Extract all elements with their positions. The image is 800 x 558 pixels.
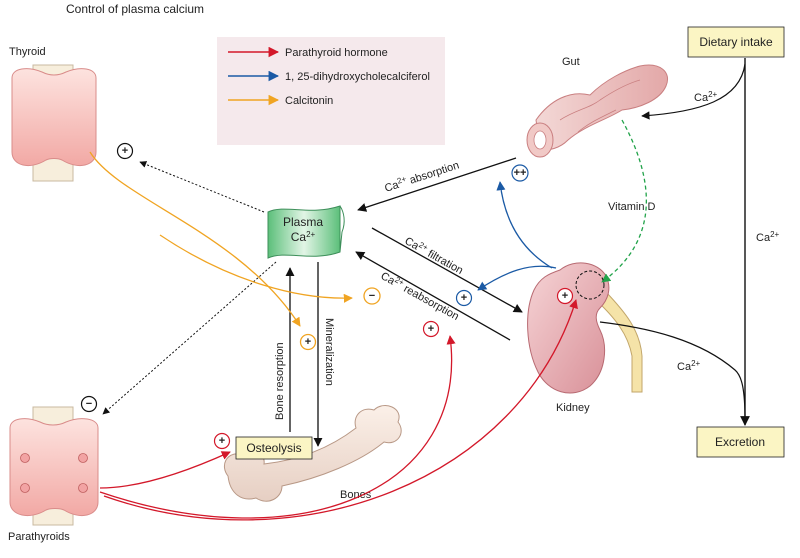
thyroid-plus-badge: + (116, 142, 134, 160)
legend-label-pth: Parathyroid hormone (285, 47, 388, 59)
parathyroid-dot (20, 453, 30, 463)
excretion-label: Excretion (715, 435, 765, 449)
kidney-label: Kidney (556, 402, 590, 414)
svg-text:+: + (122, 145, 128, 157)
legend-box (217, 37, 445, 145)
calcium-flow-arrows (102, 58, 750, 447)
parathyroid-minus-badge: − (80, 395, 98, 413)
legend: Parathyroid hormone 1, 25-dihydroxychole… (217, 37, 445, 145)
parathyroid-glands (9, 406, 99, 526)
vitamin-d-label: Vitamin D (608, 201, 656, 213)
legend-item-pth: Parathyroid hormone (228, 46, 388, 59)
calcitonin-kidney-minus-badge: − (363, 287, 381, 305)
svg-text:+: + (562, 290, 568, 302)
intake-gut-ca-label: Ca2+ (694, 90, 718, 104)
svg-text:+: + (305, 336, 311, 348)
osteolysis-box: Osteolysis (235, 436, 313, 460)
kidney-pth-plus-badge: + (556, 287, 574, 305)
plasma-to-kidney-arrow (371, 227, 523, 313)
ca-filtration-label: Ca2+ filtration (403, 233, 466, 277)
legend-item-vitd: 1, 25-dihydroxycholecalciferol (228, 70, 430, 83)
gut-label: Gut (562, 56, 580, 68)
intake-to-gut-arrow (641, 63, 746, 120)
parathyroid-dot (78, 453, 88, 463)
parathyroid-dot (78, 483, 88, 493)
pth-to-reabsorption-arrow (99, 335, 456, 519)
legend-label-vitd: 1, 25-dihydroxycholecalciferol (285, 71, 430, 83)
plasma-ion-label: Ca2+ (291, 230, 316, 244)
parathyroids-label: Parathyroids (8, 531, 70, 543)
reabsorption-vitd-plus-badge: + (455, 289, 473, 307)
kidney-activation-site (575, 270, 605, 300)
ca-reabsorption-label: Ca2+ reabsorption (379, 268, 462, 323)
osteolysis-pth-plus-badge: + (213, 432, 231, 450)
intake-excretion-ca-label: Ca2+ (756, 230, 780, 244)
svg-text:−: − (369, 290, 375, 302)
plasma-calcium: Plasma Ca2+ (267, 205, 345, 259)
gut-illustration (526, 64, 668, 158)
vitd-to-gut-arrow (496, 181, 553, 269)
vitamin-d-path (601, 119, 647, 283)
hormone-arrows (89, 119, 647, 521)
mineralization-label: Mineralization (323, 318, 335, 386)
kidney-illustration (527, 262, 643, 394)
kidney-to-plasma-arrow (355, 251, 511, 341)
svg-text:−: − (86, 398, 92, 410)
pth-to-kidney-arrow (103, 299, 578, 521)
svg-text:++: ++ (514, 167, 527, 179)
thyroid-label: Thyroid (9, 46, 46, 58)
svg-text:+: + (219, 435, 225, 447)
svg-text:+: + (428, 323, 434, 335)
diagram-title: Control of plasma calcium (66, 2, 204, 16)
plasma-to-parathyroid-dotted-arrow (102, 261, 277, 415)
plasma-label: Plasma (283, 215, 323, 229)
calcitonin-to-bone-arrow (89, 151, 301, 327)
thyroid-gland (11, 64, 97, 182)
vitd-to-reabsorption-arrow (477, 265, 557, 291)
gut-double-plus-badge: ++ (511, 164, 529, 182)
dietary-intake-label: Dietary intake (699, 35, 773, 49)
dietary-intake-box: Dietary intake (687, 26, 785, 58)
calcitonin-bone-plus-badge: + (299, 333, 317, 351)
bone-resorption-label: Bone resorption (274, 342, 286, 420)
calcitonin-to-kidney-arrow (159, 234, 353, 303)
gut-to-plasma-arrow (357, 157, 517, 212)
svg-text:+: + (461, 292, 467, 304)
pth-to-osteolysis-arrow (99, 451, 231, 489)
parathyroid-dot (20, 483, 30, 493)
legend-label-calcitonin: Calcitonin (285, 95, 333, 107)
bones-label: Bones (340, 489, 372, 501)
reabsorption-pth-plus-badge: + (422, 320, 440, 338)
kidney-excretion-ca-label: Ca2+ (677, 359, 701, 373)
legend-item-calcitonin: Calcitonin (228, 94, 333, 107)
kidney-to-excretion-arrow (599, 321, 746, 421)
osteolysis-label: Osteolysis (246, 441, 301, 455)
plasma-to-thyroid-dotted-arrow (139, 161, 265, 213)
excretion-box: Excretion (696, 426, 785, 458)
